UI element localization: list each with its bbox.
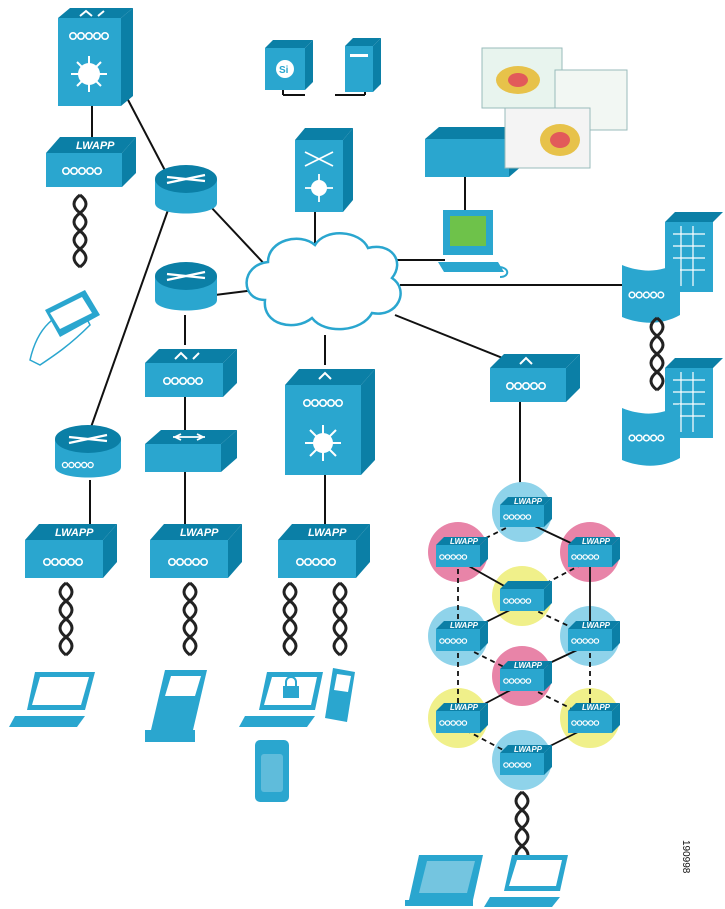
mesh-ap-label: LWAPP	[450, 621, 479, 630]
wlan-controller-icon-left	[145, 349, 237, 397]
mesh-ap-icon	[500, 581, 552, 611]
mesh-ap-icon: LWAPP	[500, 661, 552, 691]
mesh-ap-label: LWAPP	[582, 703, 611, 712]
pda-icon-bottom	[145, 670, 207, 742]
mesh-ap-icon: LWAPP	[500, 497, 552, 527]
ap-label: LWAPP	[55, 527, 94, 539]
multilayer-switch-center	[285, 369, 375, 475]
access-point-bottom-3: LWAPP	[278, 524, 370, 578]
laptop-icon-1	[9, 672, 95, 727]
layer3-switch-si-icon: Si	[265, 40, 313, 90]
multilayer-switch-top-left	[58, 8, 133, 106]
mesh-ap-label: LWAPP	[514, 497, 543, 506]
mesh-ap-label: LWAPP	[514, 661, 543, 670]
ap-label: LWAPP	[308, 527, 347, 539]
laptop-icon-bottom-right	[484, 855, 568, 907]
wireless-bridge-icon-lower	[622, 404, 680, 466]
mesh-ap-label: LWAPP	[450, 703, 479, 712]
mesh-ap-icon: LWAPP	[568, 703, 620, 733]
mesh-ap-label: LWAPP	[582, 537, 611, 546]
wifi-phone-icon	[325, 668, 355, 722]
laptop-icon-locked	[239, 672, 323, 727]
mesh-ap-icon: LWAPP	[500, 745, 552, 775]
si-label: Si	[279, 65, 289, 76]
router-icon-top	[155, 165, 217, 214]
pda-icon	[29, 290, 100, 366]
ap-label: LWAPP	[76, 140, 115, 152]
network-cloud-icon	[245, 232, 402, 331]
multilayer-switch-top-center	[295, 128, 353, 212]
workstation-icon	[438, 210, 509, 278]
router-icon-left	[55, 425, 121, 478]
tablet-icon	[405, 855, 483, 906]
mesh-ap-label: LWAPP	[450, 537, 479, 546]
mesh-ap-label: LWAPP	[582, 621, 611, 630]
mesh-ap-icon: LWAPP	[436, 537, 488, 567]
access-point-top-left: LWAPP	[46, 137, 136, 187]
wlan-controller-icon-right	[490, 354, 580, 402]
figure-id-label: 190998	[680, 840, 691, 874]
mesh-ap-icon: LWAPP	[568, 621, 620, 651]
server-icon	[345, 38, 381, 92]
mesh-ap-label: LWAPP	[514, 745, 543, 754]
mesh-ap-icon: LWAPP	[436, 621, 488, 651]
wcs-heatmap-screenshots	[481, 47, 628, 169]
mesh-ap-icon: LWAPP	[568, 537, 620, 567]
mesh-ap-icon: LWAPP	[436, 703, 488, 733]
router-icon-middle	[155, 262, 217, 311]
access-point-bottom-1: LWAPP	[25, 524, 117, 578]
badge-device-icon	[255, 740, 289, 802]
mesh-access-points: LWAPP LWAPP LWAPP LWAPP	[436, 497, 620, 775]
wireless-bridge-icon-upper	[622, 261, 680, 323]
workgroup-switch-icon	[145, 430, 237, 472]
access-point-bottom-2: LWAPP	[150, 524, 242, 578]
ap-label: LWAPP	[180, 527, 219, 539]
